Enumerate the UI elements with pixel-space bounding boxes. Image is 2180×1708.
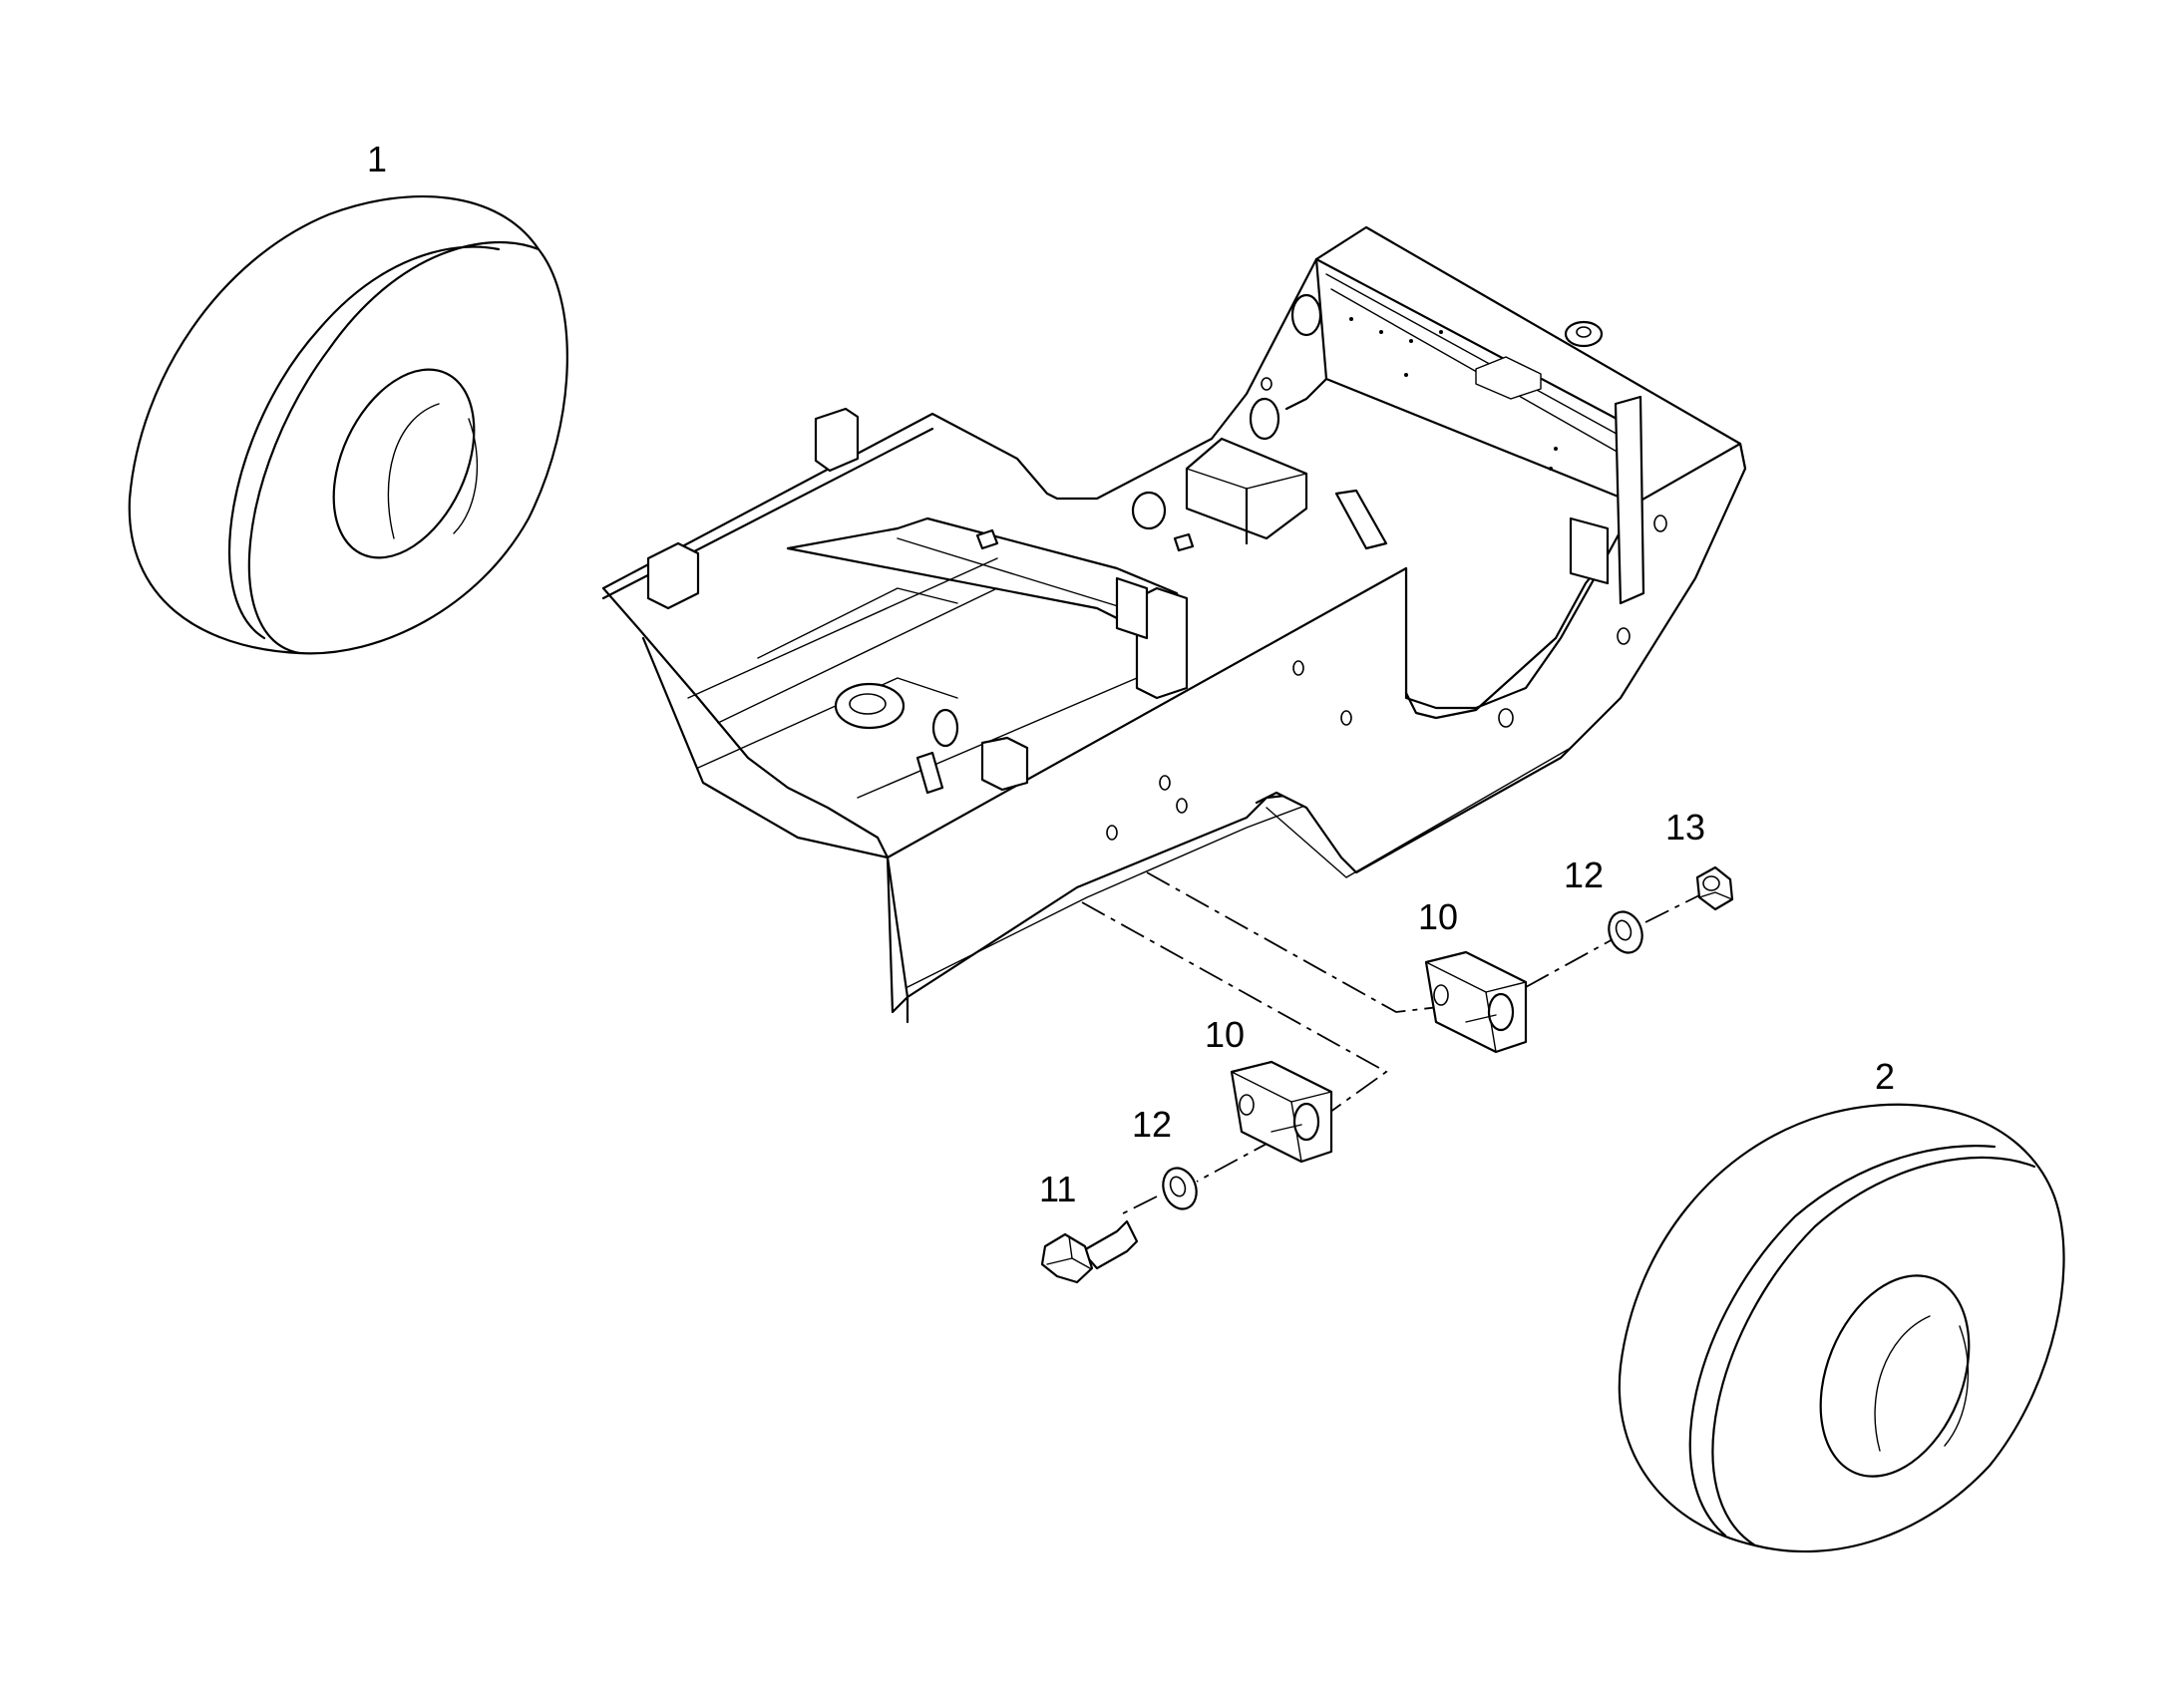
hex-bolt	[1040, 1219, 1139, 1284]
wheel-2	[1618, 1103, 2065, 1553]
callout-labels: 1 2 10 10 11 12 12 13	[367, 139, 1895, 1209]
frame-holes	[1106, 377, 1667, 841]
callout-13: 13	[1665, 807, 1705, 848]
washer-upper	[1608, 910, 1643, 954]
washer-lower	[1162, 1167, 1198, 1210]
spacer-block-upper	[1424, 950, 1528, 1054]
callout-2: 2	[1875, 1056, 1895, 1097]
chassis-frame	[601, 225, 1747, 1024]
callout-10-lower: 10	[1205, 1014, 1245, 1055]
spacer-block-lower	[1230, 1060, 1333, 1164]
rear-plate-dots	[1349, 317, 1558, 471]
wheel-1	[128, 194, 568, 655]
callout-12-lower: 12	[1132, 1104, 1172, 1145]
callout-1: 1	[367, 139, 387, 179]
callout-11: 11	[1039, 1169, 1076, 1209]
hex-nut	[1695, 865, 1734, 911]
callout-10-upper: 10	[1418, 896, 1458, 937]
callout-12-upper: 12	[1564, 854, 1604, 895]
